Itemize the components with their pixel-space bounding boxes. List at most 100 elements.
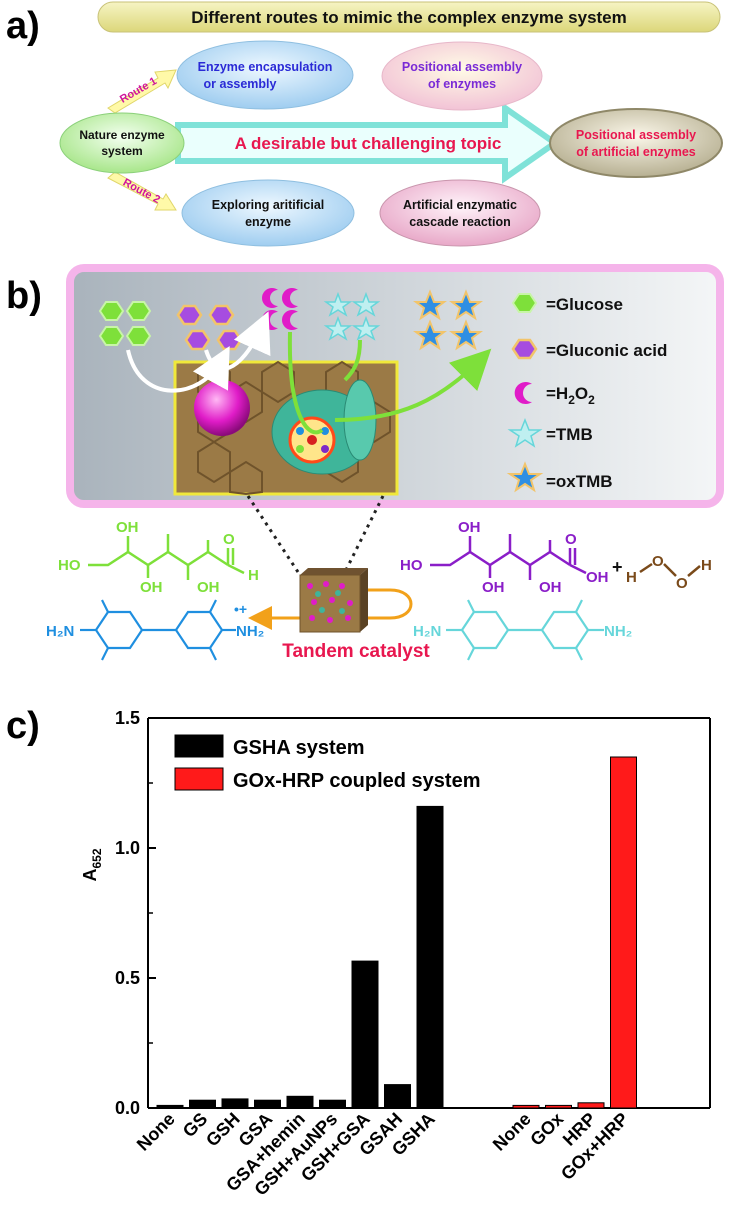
svg-text:O: O xyxy=(223,531,235,548)
gluconic-cluster xyxy=(176,304,243,351)
cascade-line2: cascade reaction xyxy=(409,215,510,229)
svg-text:H: H xyxy=(248,567,259,584)
y-axis-label: A652 xyxy=(80,848,104,881)
bar xyxy=(416,805,444,1109)
encapsulation-line1: Enzyme encapsulation xyxy=(198,60,333,74)
green-arrow-1 xyxy=(287,331,324,435)
gluconic-labels: HO OH OH OH O OH xyxy=(400,519,609,596)
panel-b-legend: =Glucose =Gluconic acid =H2O2 =TMB =oxTM… xyxy=(506,293,667,493)
nature-enzyme-ellipse xyxy=(59,112,185,174)
legend-glucose: =Glucose xyxy=(546,295,623,314)
gluconic-acid-icon xyxy=(511,338,538,360)
glucose-labels: HO OH OH OH O H xyxy=(58,519,259,596)
h2o2-structure: H O O H xyxy=(626,553,712,592)
svg-text:H₂N: H₂N xyxy=(413,623,441,640)
cascade-ellipse xyxy=(379,179,541,247)
svg-text:NH₂: NH₂ xyxy=(236,623,264,640)
tmb-star-icon xyxy=(507,417,543,448)
target-line1: Positional assembly xyxy=(576,128,696,142)
nature-enzyme-line2: system xyxy=(101,144,142,158)
svg-text:HO: HO xyxy=(58,557,81,574)
svg-text:O: O xyxy=(676,575,688,592)
hemin-complex xyxy=(288,416,336,464)
bar xyxy=(254,1099,281,1109)
panel-a-banner-text: Different routes to mimic the complex en… xyxy=(191,8,627,27)
gox-sphere xyxy=(194,380,250,436)
bar xyxy=(610,756,637,1109)
x-tick-label: GOx xyxy=(526,1109,567,1150)
bar xyxy=(319,1099,346,1109)
legend-label: GSHA system xyxy=(233,737,365,759)
svg-text:H₂N: H₂N xyxy=(46,623,74,640)
panel-a: a) Different routes to mimic the complex… xyxy=(6,1,723,247)
panel-a-label: a) xyxy=(6,5,40,47)
svg-text:H: H xyxy=(701,557,712,574)
y-tick-label: 1.5 xyxy=(115,708,140,728)
positional-enzymes-ellipse xyxy=(381,41,543,111)
legend-swatch xyxy=(174,767,224,791)
encapsulation-ellipse xyxy=(176,40,354,110)
svg-text:OH: OH xyxy=(140,579,163,596)
route1-arrow: Route 1 xyxy=(107,69,177,114)
svg-text:•+: •+ xyxy=(234,601,247,617)
svg-text:O: O xyxy=(565,531,577,548)
green-arrow-3 xyxy=(334,348,492,422)
bar xyxy=(545,1104,572,1109)
legend-oxtmb: =oxTMB xyxy=(546,472,613,491)
tandem-catalyst-label: Tandem catalyst xyxy=(282,641,430,662)
green-arrow-2 xyxy=(343,339,362,382)
target-line2: of artificial enzymes xyxy=(576,145,696,159)
zoom-line-right xyxy=(343,495,385,573)
svg-text:OH: OH xyxy=(482,579,505,596)
plus-sign: + xyxy=(612,557,623,577)
panel-c-label: c) xyxy=(6,705,40,747)
svg-text:HO: HO xyxy=(400,557,423,574)
challenge-arrow xyxy=(175,102,561,184)
bar xyxy=(221,1098,249,1109)
tmb-cluster xyxy=(323,291,381,341)
exploring-line2: enzyme xyxy=(245,215,291,229)
panel-a-banner xyxy=(97,1,721,33)
h2o2-crescent-icon xyxy=(514,382,532,405)
bar xyxy=(384,1084,411,1109)
positional-enzymes-line2: of enzymes xyxy=(428,77,496,91)
svg-text:OH: OH xyxy=(116,519,139,536)
bar xyxy=(189,1099,216,1109)
white-arrow-1 xyxy=(126,345,230,393)
bar xyxy=(577,1102,605,1109)
svg-text:OH: OH xyxy=(586,569,609,586)
challenge-text: A desirable but challenging topic xyxy=(235,134,502,153)
glucose-icon xyxy=(511,293,538,313)
glucose-cluster xyxy=(98,301,152,346)
catalyst-inset xyxy=(173,360,399,496)
tmb-structure xyxy=(446,599,604,661)
svg-text:OH: OH xyxy=(458,519,481,536)
svg-text:H: H xyxy=(626,569,637,586)
panel-b-label: b) xyxy=(6,275,42,317)
target-ellipse xyxy=(549,108,723,178)
bar xyxy=(512,1104,540,1109)
glucose-structure xyxy=(88,534,245,580)
encapsulation-line2: or assembly xyxy=(204,77,277,91)
panel-b: b) xyxy=(6,264,724,662)
tmb-labels: H₂N NH₂ xyxy=(413,623,632,640)
legend-h2o2: =H2O2 xyxy=(546,384,595,407)
x-tick-label: None xyxy=(489,1109,535,1155)
svg-text:NH₂: NH₂ xyxy=(604,623,632,640)
legend-label: GOx-HRP coupled system xyxy=(233,770,480,792)
exploring-line1: Exploring aritificial xyxy=(212,198,325,212)
legend-tmb: =TMB xyxy=(546,425,593,444)
route2-label: Route 2 xyxy=(121,177,162,207)
oxtmb-cluster xyxy=(413,289,483,351)
oxtmb-structure xyxy=(80,599,236,661)
bar xyxy=(286,1095,314,1109)
cascade-line1: Artificial enzymatic xyxy=(403,198,517,212)
bar xyxy=(351,960,379,1109)
oxtmb-star-icon xyxy=(506,461,544,493)
y-tick-label: 1.0 xyxy=(115,838,140,858)
y-tick-label: 0.5 xyxy=(115,968,140,988)
x-tick-label: GSH xyxy=(202,1109,244,1151)
